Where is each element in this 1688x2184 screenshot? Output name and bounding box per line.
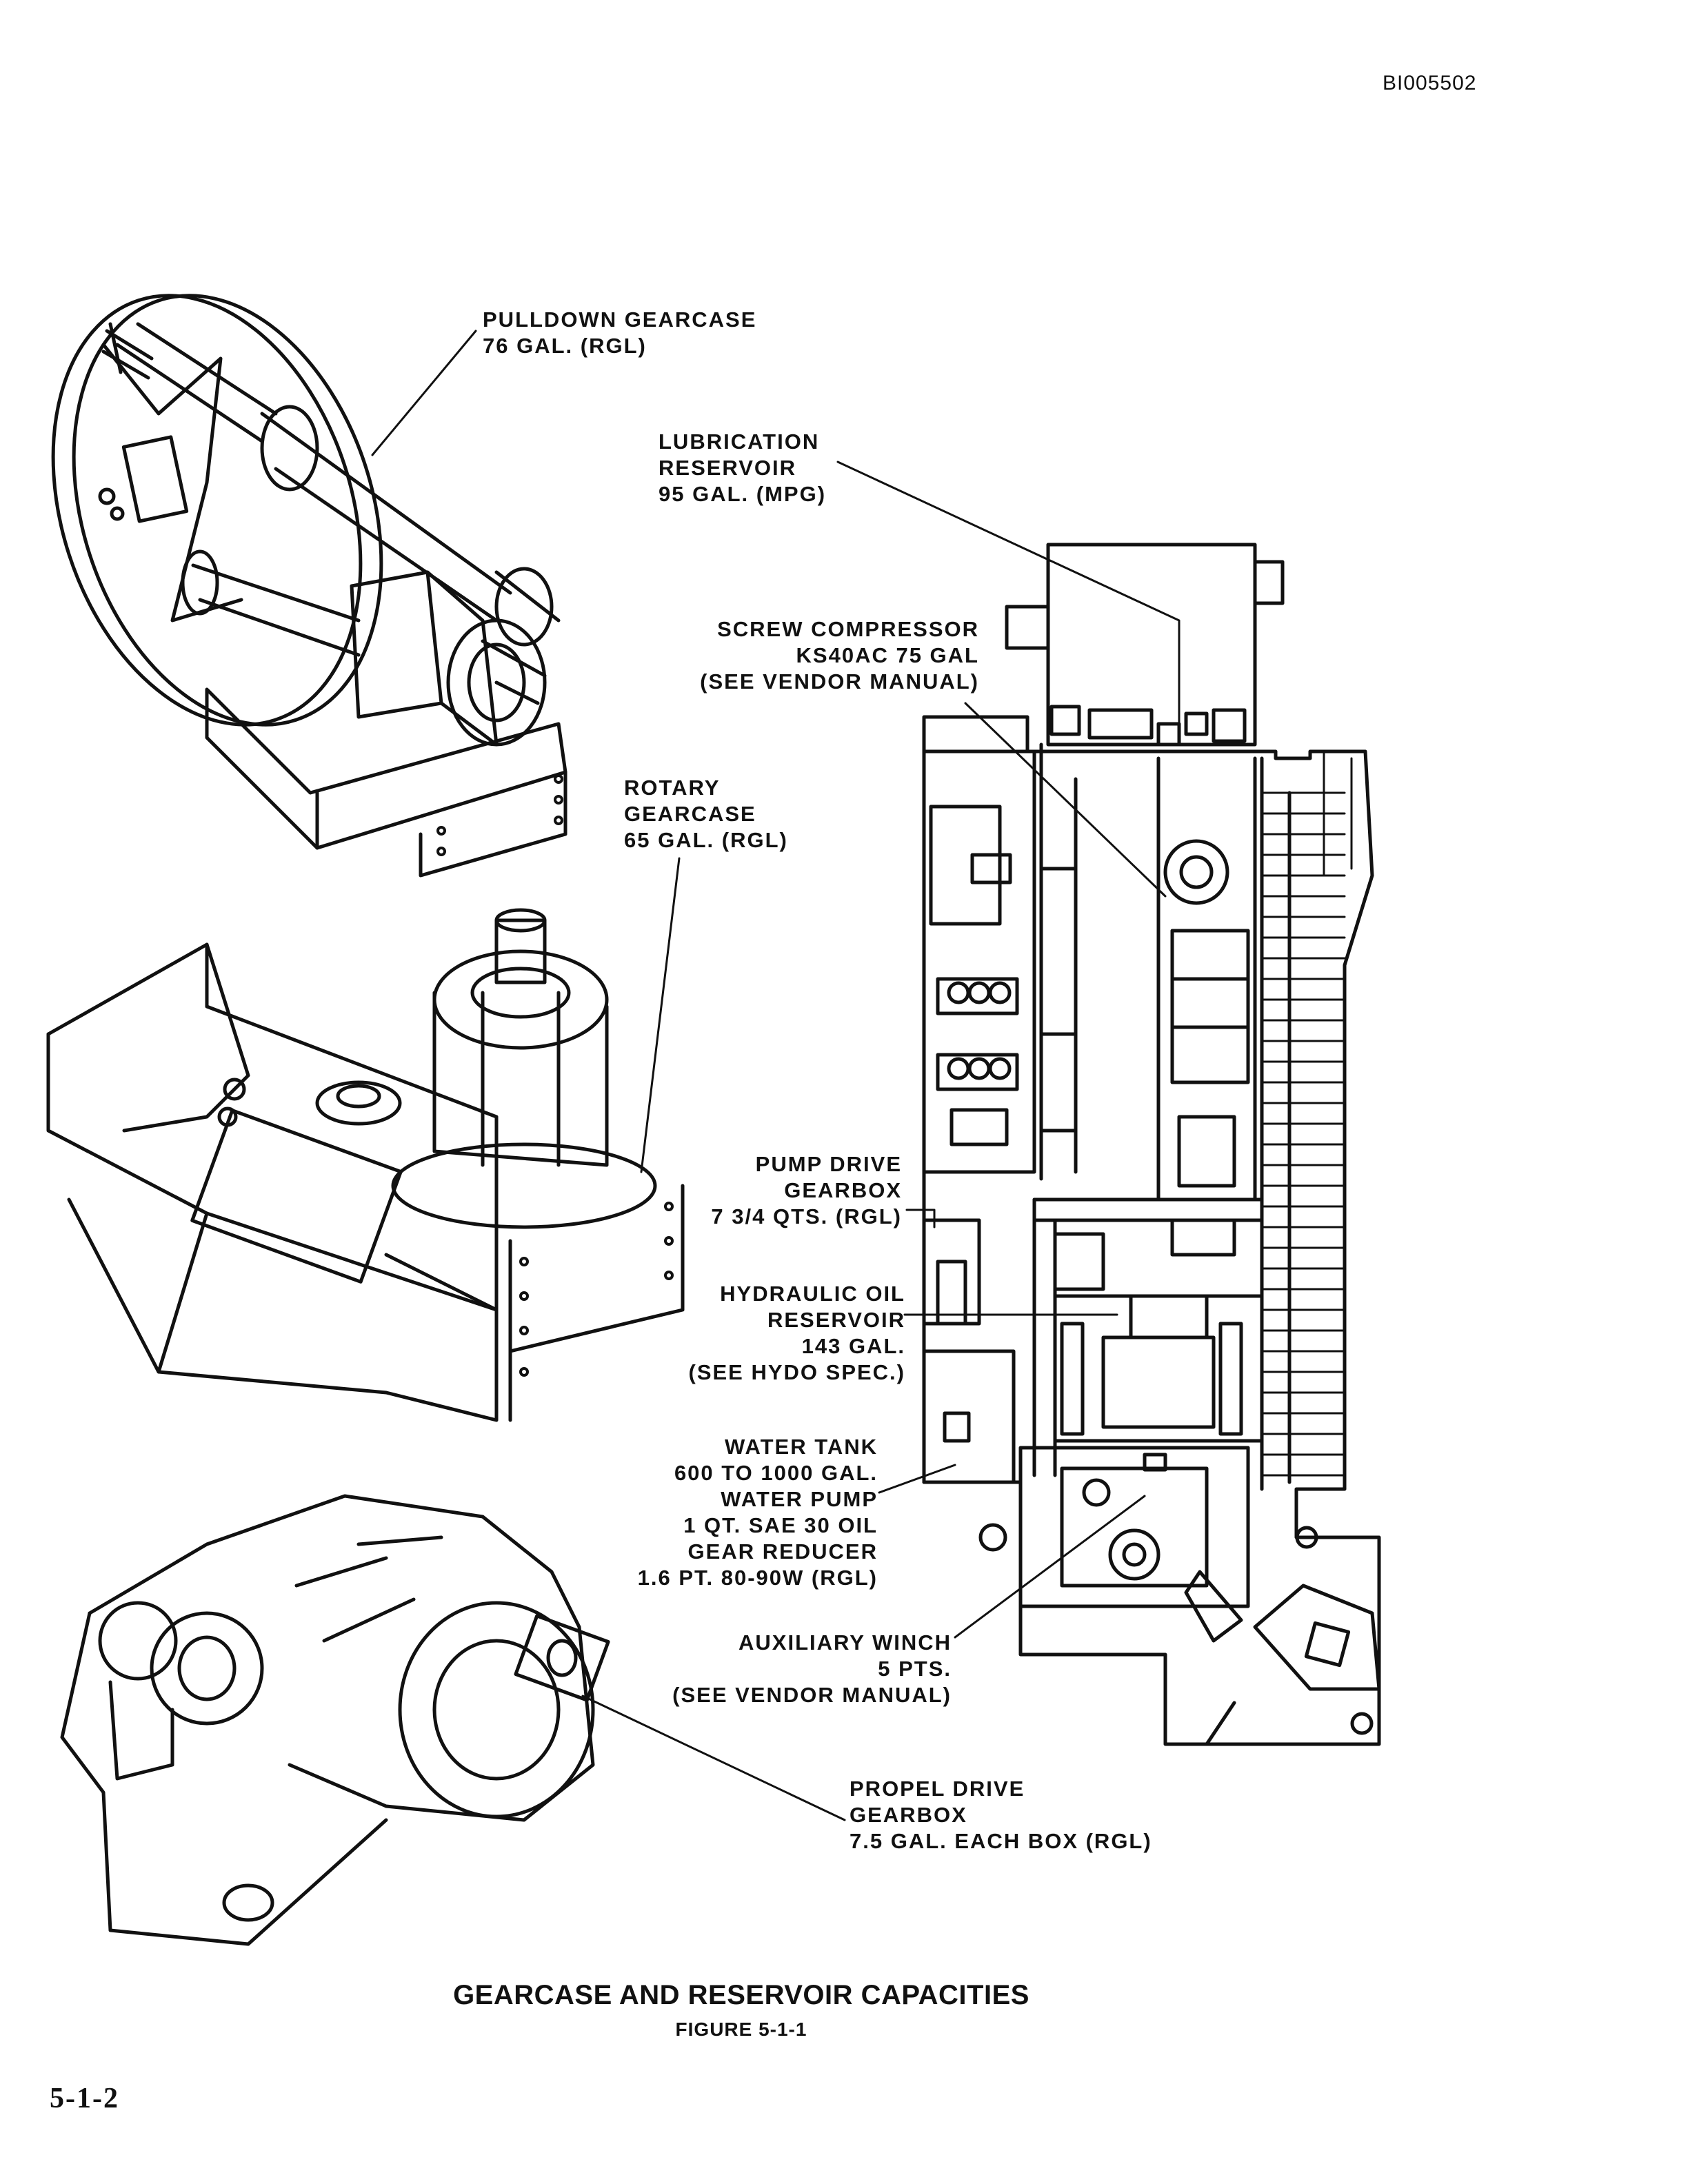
callout-hydraulic-oil-reservoir: HYDRAULIC OIL RESERVOIR 143 GAL. (SEE HY… <box>689 1281 906 1386</box>
propel-drive-gearbox-illustration <box>60 1494 610 1946</box>
callout-pulldown-gearcase: PULLDOWN GEARCASE 76 GAL. (RGL) <box>483 307 756 359</box>
callout-line: WATER TANK <box>724 1435 878 1459</box>
callout-line: SCREW COMPRESSOR <box>717 617 979 641</box>
callout-line: 95 GAL. (MPG) <box>659 482 827 506</box>
figure-number: FIGURE 5-1-1 <box>675 2019 807 2040</box>
callout-line: 600 TO 1000 GAL. <box>674 1461 878 1485</box>
callout-line: 7.5 GAL. EACH BOX (RGL) <box>850 1829 1152 1853</box>
rotary-gearcase-illustration <box>46 908 685 1422</box>
document-id: BI005502 <box>1383 72 1477 94</box>
callout-line: ROTARY <box>624 776 721 800</box>
machine-deck-plan-view <box>922 543 1381 1746</box>
callout-line: KS40AC 75 GAL <box>796 643 979 667</box>
callout-line: WATER PUMP <box>721 1487 878 1511</box>
callout-line: PUMP DRIVE <box>755 1152 902 1176</box>
callout-line: AUXILIARY WINCH <box>738 1630 952 1655</box>
callout-line: 1.6 PT. 80-90W (RGL) <box>637 1566 878 1590</box>
callout-line: PULLDOWN GEARCASE <box>483 307 757 332</box>
callout-line: 65 GAL. (RGL) <box>624 828 788 852</box>
callout-propel-drive-gearbox: PROPEL DRIVE GEARBOX 7.5 GAL. EACH BOX (… <box>850 1776 1152 1854</box>
callout-line: LUBRICATION <box>659 429 820 454</box>
callout-line: (SEE HYDO SPEC.) <box>688 1360 905 1384</box>
pulldown-gearcase-illustration <box>51 294 567 878</box>
callout-line: PROPEL DRIVE <box>850 1777 1025 1801</box>
callout-line: GEARBOX <box>850 1803 967 1827</box>
callout-line: (SEE VENDOR MANUAL) <box>700 669 979 694</box>
callout-line: 5 PTS. <box>878 1657 952 1681</box>
callout-line: 143 GAL. <box>801 1334 905 1358</box>
callout-rotary-gearcase: ROTARY GEARCASE 65 GAL. (RGL) <box>624 775 788 853</box>
callout-line: 1 QT. SAE 30 OIL <box>683 1513 878 1537</box>
callout-line: (SEE VENDOR MANUAL) <box>672 1683 952 1707</box>
callout-line: 7 3/4 QTS. (RGL) <box>711 1204 902 1228</box>
callout-line: RESERVOIR <box>767 1308 905 1332</box>
callout-auxiliary-winch: AUXILIARY WINCH 5 PTS. (SEE VENDOR MANUA… <box>672 1630 952 1708</box>
callout-line: RESERVOIR <box>659 456 797 480</box>
callout-line: GEARBOX <box>784 1178 902 1202</box>
callout-line: GEAR REDUCER <box>687 1539 878 1564</box>
callout-line: GEARCASE <box>624 802 756 826</box>
page-number: 5-1-2 <box>50 2083 119 2114</box>
callout-water-tank: WATER TANK 600 TO 1000 GAL. WATER PUMP 1… <box>638 1434 878 1591</box>
callout-lubrication-reservoir: LUBRICATION RESERVOIR 95 GAL. (MPG) <box>659 429 826 507</box>
callout-line: HYDRAULIC OIL <box>720 1282 905 1306</box>
callout-screw-compressor: SCREW COMPRESSOR KS40AC 75 GAL (SEE VEND… <box>700 616 979 695</box>
callout-pump-drive-gearbox: PUMP DRIVE GEARBOX 7 3/4 QTS. (RGL) <box>711 1151 902 1230</box>
callout-line: 76 GAL. (RGL) <box>483 334 647 358</box>
figure-title: GEARCASE AND RESERVOIR CAPACITIES <box>453 1980 1029 2010</box>
callout-leader-lines <box>371 330 1180 1821</box>
